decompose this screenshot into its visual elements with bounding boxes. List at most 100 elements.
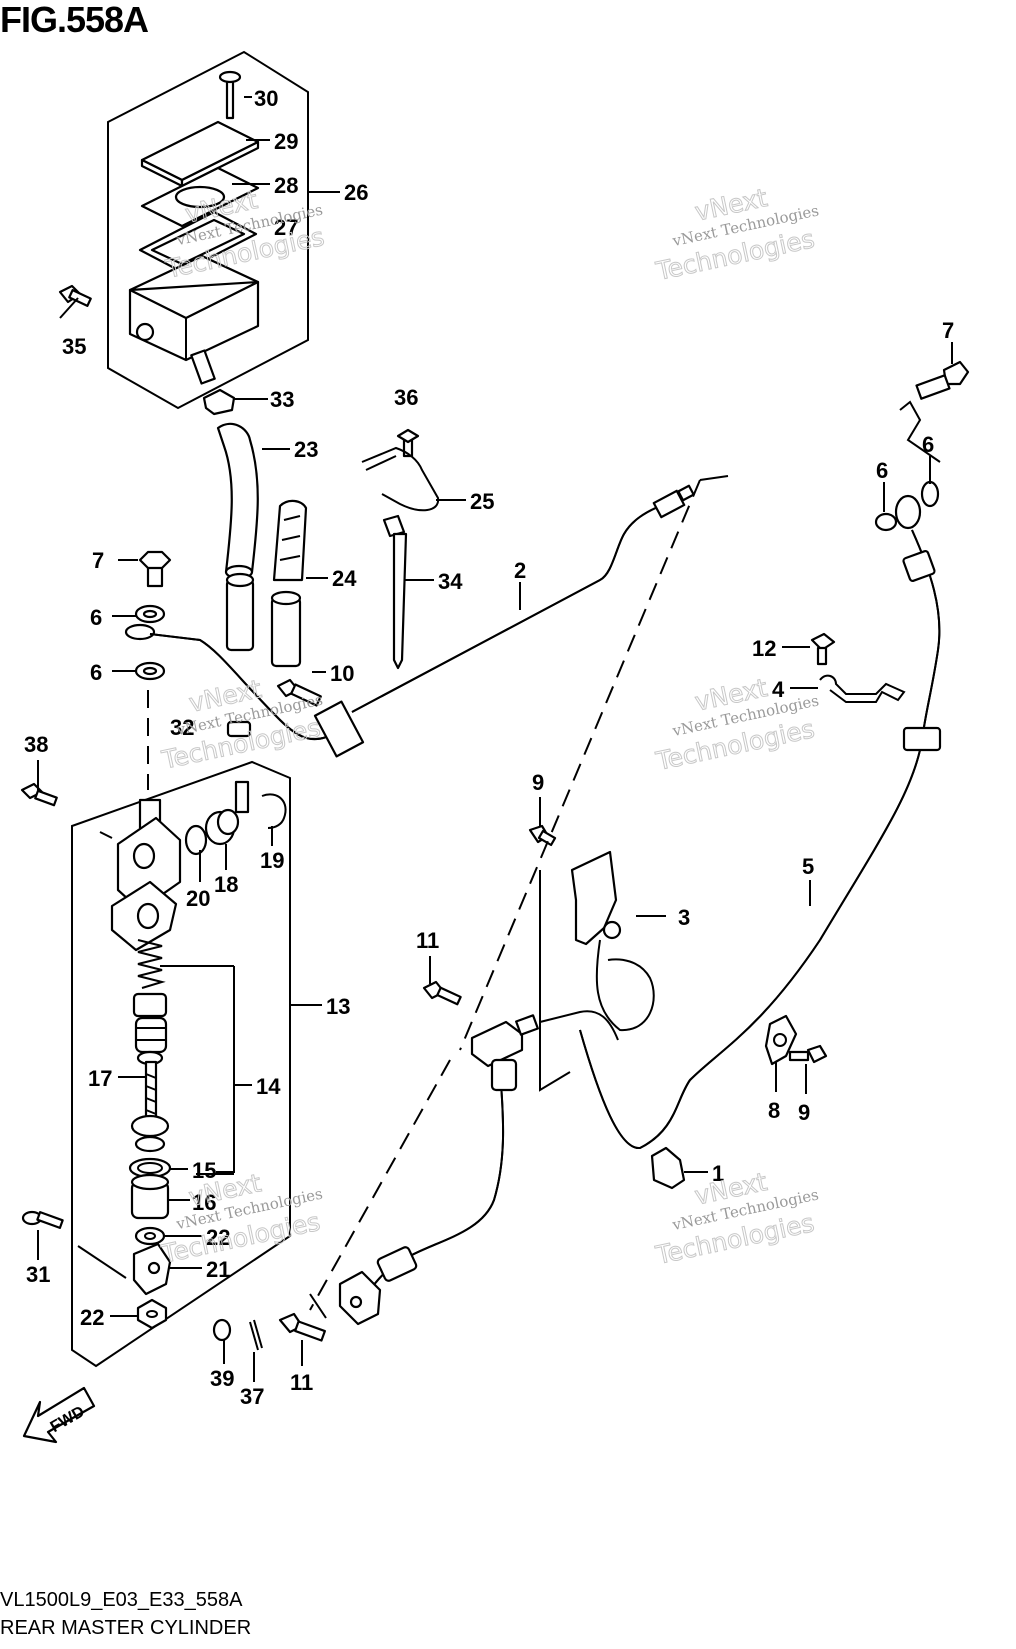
figure-title: FIG.558A [0, 0, 149, 40]
callout-7-right: 7 [942, 318, 954, 343]
reservoir-box [107, 50, 309, 410]
callout-3: 3 [678, 905, 690, 930]
spring-and-piston-14[interactable] [132, 939, 168, 1066]
banjo-bolt-7-right[interactable] [915, 360, 970, 400]
pushrod-17[interactable] [130, 1060, 170, 1153]
banjo-fitting-7-top[interactable] [138, 550, 172, 588]
callout-6-b: 6 [90, 660, 102, 685]
bolt-35[interactable] [58, 284, 92, 307]
bolt-10[interactable] [276, 678, 322, 707]
master-cylinder-body[interactable] [110, 798, 182, 952]
callout-11-upper: 11 [416, 928, 439, 953]
brake-hose-2[interactable] [351, 484, 695, 713]
washer-6-right-b[interactable] [874, 512, 898, 532]
callout-27: 27 [274, 215, 298, 240]
nut-22-lower[interactable] [136, 1298, 168, 1330]
bolt-11-upper[interactable] [422, 980, 462, 1006]
caliper-union-block[interactable] [338, 1270, 382, 1326]
callout-26: 26 [344, 180, 368, 205]
callout-10: 10 [330, 661, 354, 686]
bolt-12[interactable] [810, 632, 836, 666]
pin-31[interactable] [21, 1210, 64, 1229]
callout-38: 38 [24, 732, 48, 757]
callout-17: 17 [88, 1066, 112, 1091]
nut-22-upper[interactable] [134, 1226, 166, 1246]
reservoir-cap-29[interactable] [140, 120, 260, 188]
bolt-11-lower[interactable] [278, 1312, 326, 1342]
connector-pipe-18[interactable] [204, 780, 250, 846]
brake-hose-5[interactable] [579, 494, 942, 1150]
upper-hose-pipe[interactable] [124, 623, 365, 758]
reservoir-hose-23[interactable] [216, 422, 259, 652]
callout-15: 15 [192, 1158, 216, 1183]
bolt-9-clamp[interactable] [788, 1044, 828, 1064]
callout-34: 34 [438, 569, 463, 594]
washer-6-b[interactable] [134, 661, 166, 681]
callout-31: 31 [26, 1262, 50, 1287]
callout-19: 19 [260, 848, 284, 873]
callout-24: 24 [332, 566, 357, 591]
master-cylinder-box [71, 760, 291, 1368]
callout-30: 30 [254, 86, 278, 111]
hose-clamp-33[interactable] [202, 388, 236, 416]
clevis-21[interactable] [132, 1242, 172, 1296]
callout-35: 35 [62, 334, 86, 359]
callout-1: 1 [712, 1161, 724, 1186]
reservoir-screw-30[interactable] [218, 70, 242, 120]
callout-7: 7 [92, 548, 104, 573]
guide-lines [77, 400, 941, 1319]
watermarks: vNext vNext Technologies Technologies vN… [158, 182, 820, 1270]
washer-6-right-a[interactable] [920, 480, 940, 508]
leader-lines [37, 96, 953, 1382]
figure-caption: REAR MASTER CYLINDER [0, 1617, 252, 1639]
callout-16: 16 [192, 1190, 216, 1215]
lower-brake-hose[interactable] [369, 1010, 619, 1291]
o-ring-20[interactable] [184, 824, 208, 856]
callout-6-right-a: 6 [922, 432, 934, 457]
hose-protector-24[interactable] [270, 499, 308, 668]
callout-11-lower: 11 [290, 1370, 313, 1395]
callout-29: 29 [274, 129, 298, 154]
reservoir-diaphragm-27[interactable] [138, 210, 258, 274]
callout-39: 39 [210, 1366, 234, 1391]
bolt-36[interactable] [396, 428, 420, 458]
connector-32[interactable] [226, 720, 252, 738]
fwd-arrow [22, 1386, 96, 1444]
watermark-low-left: vNext vNext Technologies Technologies [158, 1168, 324, 1270]
bracket-4[interactable] [819, 674, 906, 703]
washer-6-a[interactable] [134, 604, 166, 624]
callout-18: 18 [214, 872, 238, 897]
callout-8: 8 [768, 1098, 780, 1123]
junction-block[interactable] [470, 1014, 539, 1068]
callout-37: 37 [240, 1384, 264, 1409]
bracket-3[interactable] [570, 850, 655, 1032]
callout-2: 2 [514, 558, 526, 583]
clip-1[interactable] [650, 1146, 686, 1190]
figure-code: VL1500L9_E03_E33_558A [0, 1589, 243, 1611]
watermark-mid-right: vNext vNext Technologies Technologies [652, 672, 820, 776]
cotter-pin-37[interactable] [249, 1319, 263, 1351]
boot-16[interactable] [130, 1173, 170, 1220]
callout-9-upper: 9 [532, 770, 544, 795]
callout-22-lower: 22 [80, 1305, 104, 1330]
clamp-8[interactable] [764, 1014, 798, 1066]
callout-9-lower: 9 [798, 1100, 810, 1125]
callout-14: 14 [256, 1074, 281, 1099]
reservoir-plate-28[interactable] [140, 166, 260, 228]
callout-36: 36 [394, 385, 418, 410]
circlip-19[interactable] [261, 793, 287, 829]
callout-6-a: 6 [90, 605, 102, 630]
callout-6-right-b: 6 [876, 458, 888, 483]
cable-tie-34[interactable] [382, 514, 408, 670]
reservoir-body-26[interactable] [128, 254, 260, 385]
washer-39[interactable] [212, 1318, 232, 1342]
bolt-9-bracket[interactable] [528, 824, 557, 847]
callout-28: 28 [274, 173, 298, 198]
callout-23: 23 [294, 437, 318, 462]
bolt-38[interactable] [20, 782, 58, 807]
watermark-top-right: vNext vNext Technologies Technologies [652, 182, 820, 286]
callout-25: 25 [470, 489, 494, 514]
hose-clip-25[interactable] [361, 446, 440, 512]
callout-21: 21 [206, 1257, 230, 1282]
